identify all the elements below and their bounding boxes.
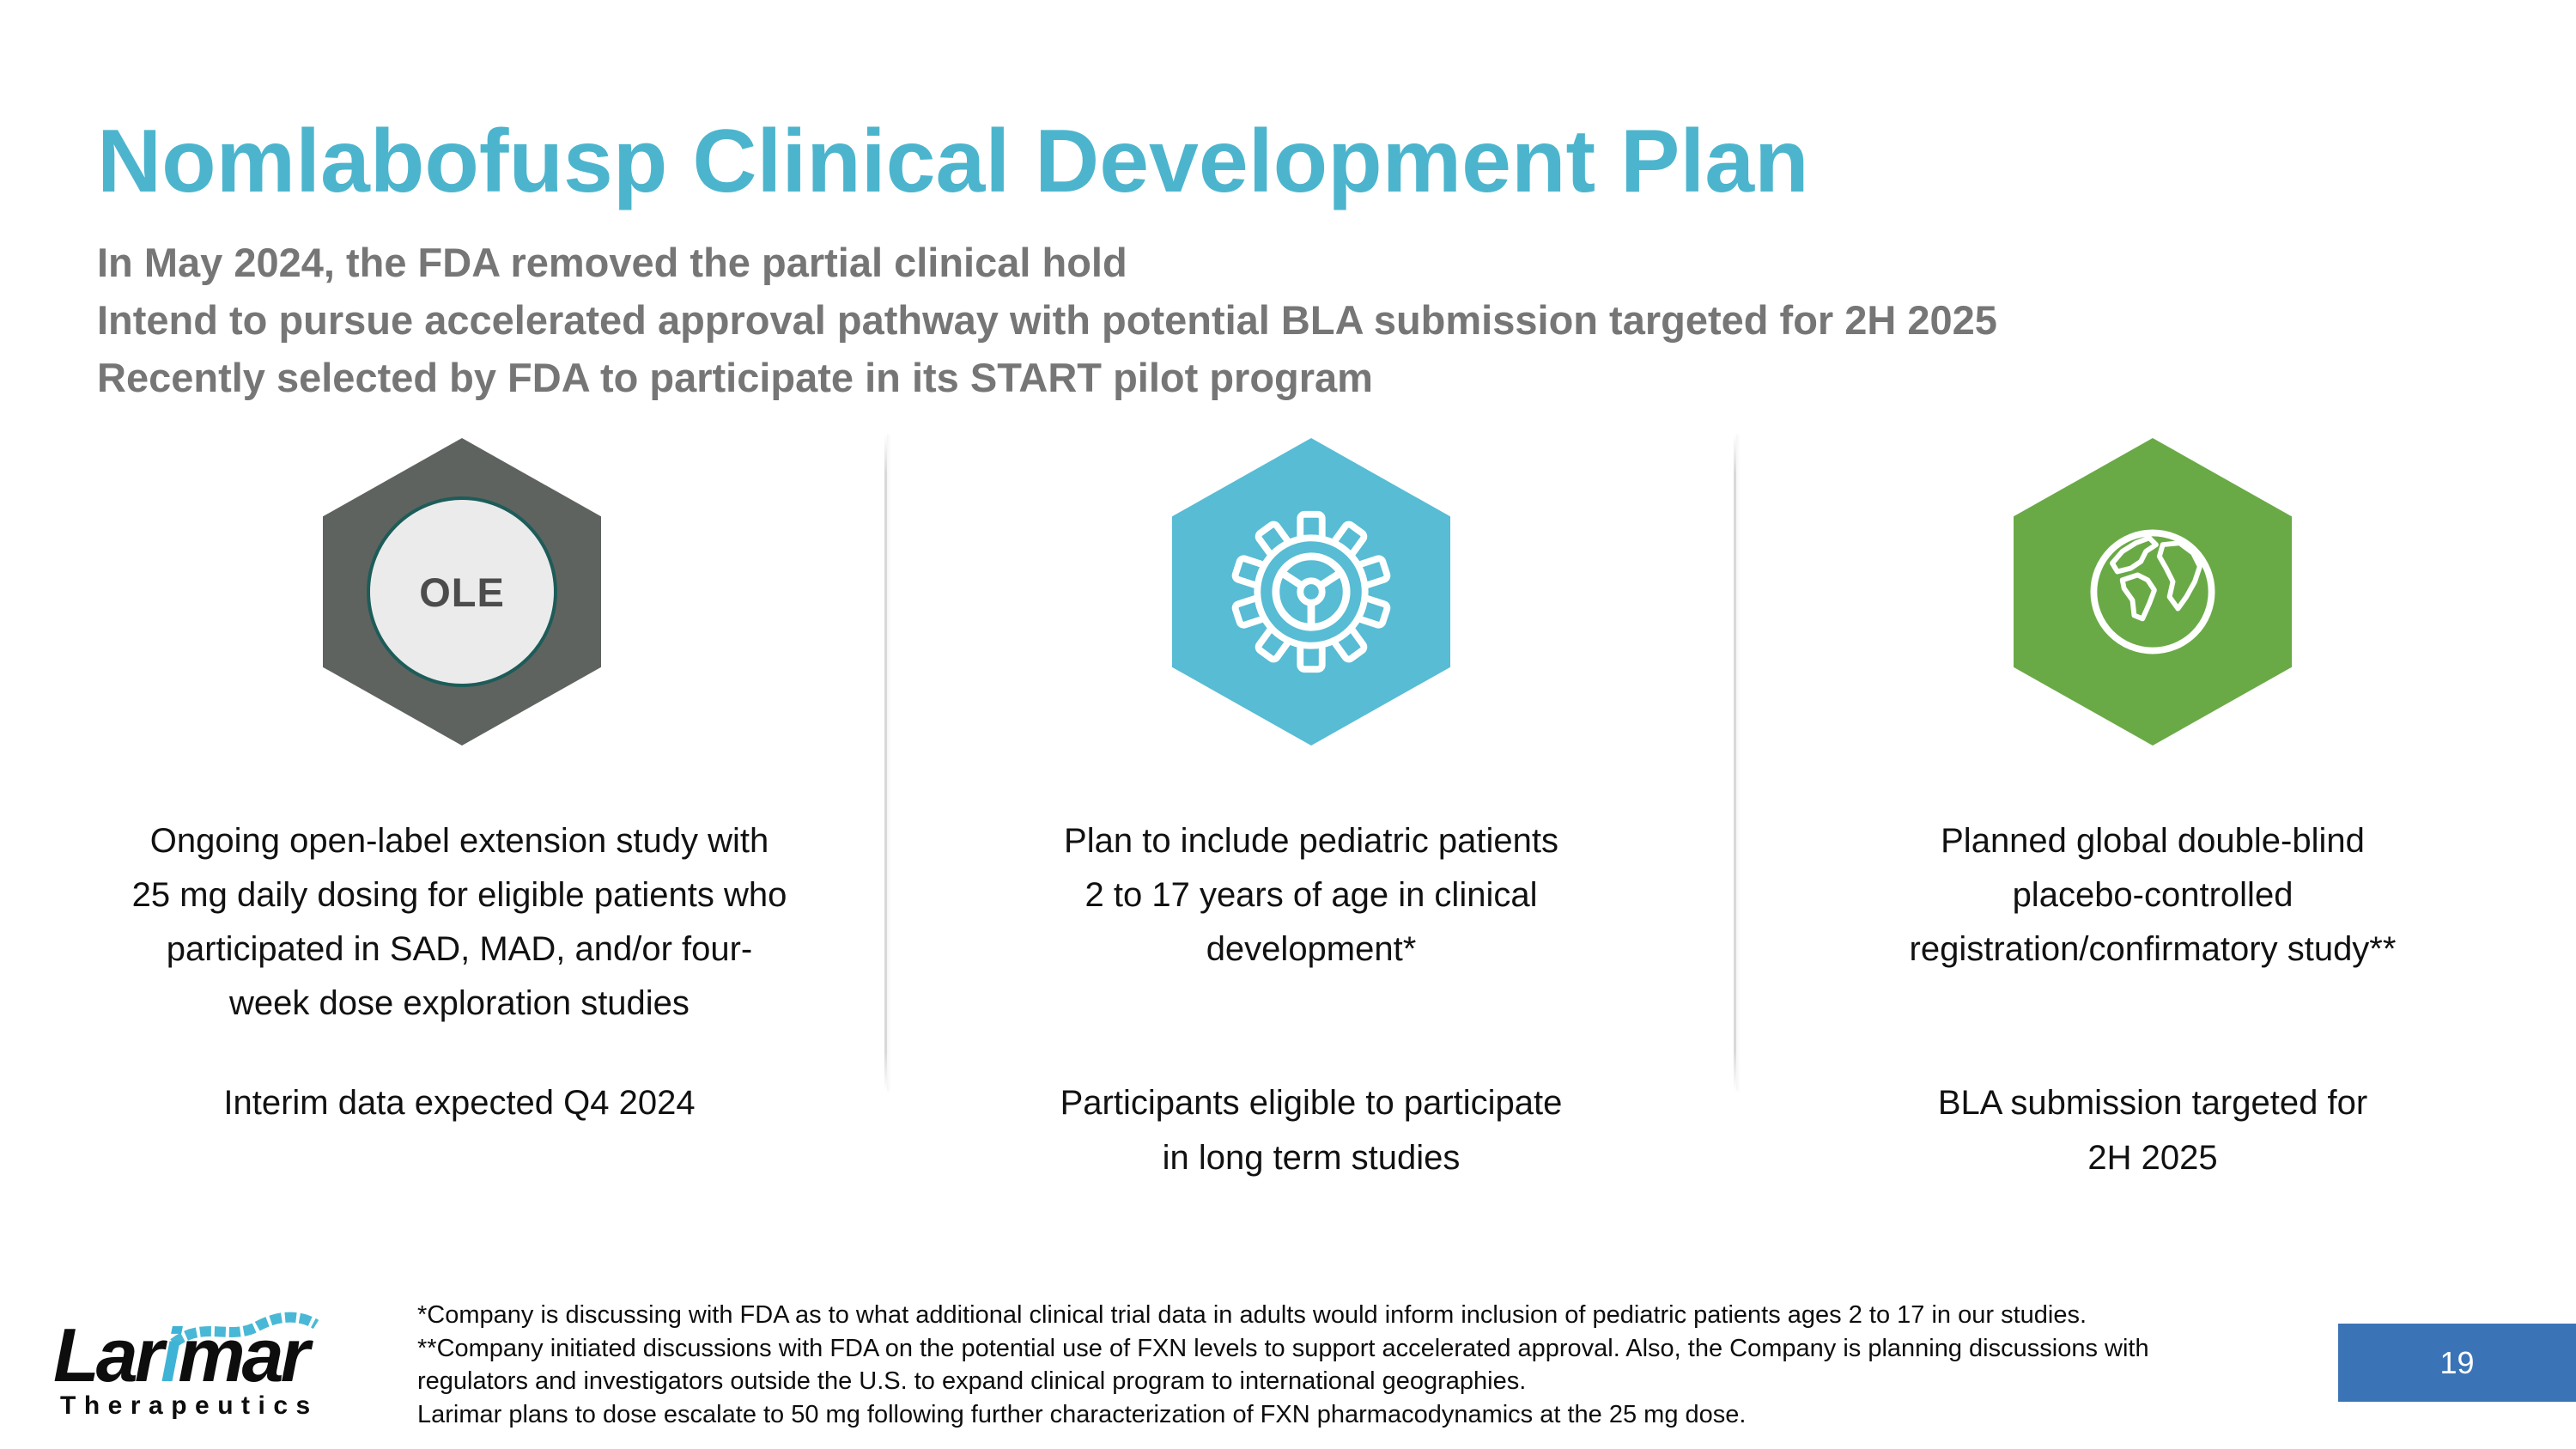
footnotes: *Company is discussing with FDA as to wh… (417, 1301, 2149, 1428)
page-number: 19 (2439, 1344, 2475, 1380)
logo-text-accent: i (160, 1312, 182, 1397)
column-3-body: Planned global double-blind placebo-cont… (1909, 822, 2397, 968)
logo-text-part1: Lar (53, 1312, 164, 1397)
column-1-milestone: Interim data expected Q4 2024 (223, 1084, 696, 1122)
column-2-milestone: Participants eligible to participate in … (1060, 1084, 1563, 1177)
column-divider (1734, 435, 1736, 1091)
globe-hexagon (2014, 438, 2292, 746)
helix-icon (170, 1312, 319, 1348)
column-2-body: Plan to include pediatric patients 2 to … (1064, 822, 1558, 968)
logo-wordmark: Larimar (53, 1318, 310, 1393)
larimar-logo: Larimar Therapeutics (50, 1312, 342, 1428)
ole-hexagon: OLE (323, 438, 601, 746)
column-1-body: Ongoing open-label extension study with … (131, 822, 787, 1022)
ole-badge-label: OLE (419, 569, 505, 615)
ole-badge: OLE (367, 496, 557, 687)
gear-hexagon (1172, 438, 1450, 746)
column-3-milestone: BLA submission targeted for 2H 2025 (1937, 1084, 2368, 1177)
subtitle: In May 2024, the FDA removed the partial… (97, 240, 1997, 400)
logo-subbrand: Therapeutics (60, 1391, 319, 1420)
page-title: Nomlabofusp Clinical Development Plan (97, 112, 1809, 211)
logo-text-part2: mar (178, 1312, 309, 1397)
page-number-badge: 19 (2338, 1324, 2576, 1402)
column-divider (884, 435, 887, 1091)
gear-icon (1231, 510, 1391, 673)
globe-icon (2090, 529, 2215, 654)
